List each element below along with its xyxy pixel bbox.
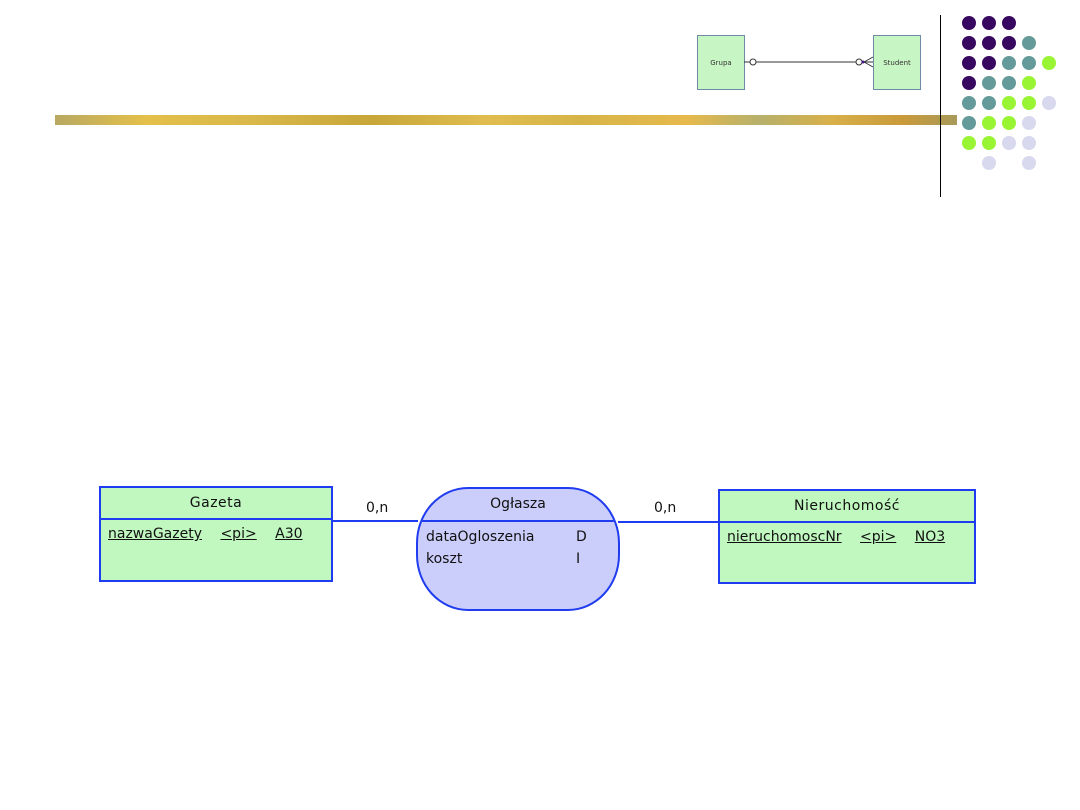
attribute-name: nazwaGazety [108, 526, 202, 542]
decorative-dot [1022, 36, 1036, 50]
connector-oglasza-nieruchomosc [618, 521, 720, 523]
decorative-dot [1022, 116, 1036, 130]
decorative-dot [1002, 96, 1016, 110]
decorative-dot [962, 96, 976, 110]
relationship-oglasza[interactable]: Ogłasza dataOgloszenia D koszt I [416, 487, 620, 611]
decorative-dot [1022, 56, 1036, 70]
attribute-name: nieruchomoscNr [727, 529, 842, 545]
entity-nieruchomosc[interactable]: Nieruchomość nieruchomoscNr <pi> NO3 [718, 489, 976, 584]
mini-relationship-line [744, 56, 874, 68]
mini-entity-label: Student [883, 58, 911, 67]
decorative-dot [1022, 136, 1036, 150]
optional-circle-icon [749, 58, 757, 66]
relationship-title: Ogłasza [418, 489, 618, 522]
entity-title: Gazeta [101, 488, 331, 520]
decorative-dot [982, 76, 996, 90]
decorative-dot [1002, 76, 1016, 90]
attribute-row: nazwaGazety <pi> A30 [101, 520, 331, 542]
decorative-dot [1022, 156, 1036, 170]
entity-gazeta[interactable]: Gazeta nazwaGazety <pi> A30 [99, 486, 333, 582]
decorative-dot [982, 56, 996, 70]
decorative-dot [962, 16, 976, 30]
mini-entity-grupa: Grupa [697, 35, 745, 90]
decorative-dot [982, 156, 996, 170]
cardinality-right: 0,n [654, 500, 677, 516]
attribute-key: <pi> [860, 529, 897, 545]
decorative-dot [982, 16, 996, 30]
attribute-name: dataOgloszenia [426, 529, 535, 545]
attribute-type: D [576, 529, 587, 545]
decorative-dot [962, 56, 976, 70]
decorative-dot [982, 96, 996, 110]
decorative-dot [1002, 136, 1016, 150]
cardinality-left: 0,n [366, 500, 389, 516]
decorative-dot [1022, 96, 1036, 110]
entity-title: Nieruchomość [720, 491, 974, 523]
decorative-title-bar [55, 115, 957, 125]
attribute-row: nieruchomoscNr <pi> NO3 [720, 523, 974, 545]
mini-entity-label: Grupa [710, 58, 732, 67]
decorative-dot [982, 116, 996, 130]
decorative-divider [940, 15, 941, 197]
optional-circle-icon [855, 58, 863, 66]
decorative-dot [1042, 96, 1056, 110]
decorative-dot [962, 76, 976, 90]
decorative-dot [982, 36, 996, 50]
attribute-type: NO3 [914, 529, 946, 545]
decorative-dot [962, 116, 976, 130]
connector-gazeta-oglasza [332, 520, 418, 522]
decorative-dot [1002, 56, 1016, 70]
attribute-type: I [576, 551, 581, 567]
attribute-type: A30 [275, 526, 303, 542]
attribute-name: koszt [426, 551, 463, 567]
decorative-dot [1042, 56, 1056, 70]
decorative-dot [962, 136, 976, 150]
attribute-row: koszt I [418, 548, 618, 570]
decorative-dot [982, 136, 996, 150]
attribute-key: <pi> [220, 526, 257, 542]
crows-foot-icon [863, 56, 874, 63]
decorative-dot [1002, 116, 1016, 130]
attribute-row: dataOgloszenia D [418, 526, 618, 548]
decorative-dot [1002, 16, 1016, 30]
decorative-dot [962, 36, 976, 50]
decorative-dot [1022, 76, 1036, 90]
decorative-dot [1002, 36, 1016, 50]
mini-entity-student: Student [873, 35, 921, 90]
